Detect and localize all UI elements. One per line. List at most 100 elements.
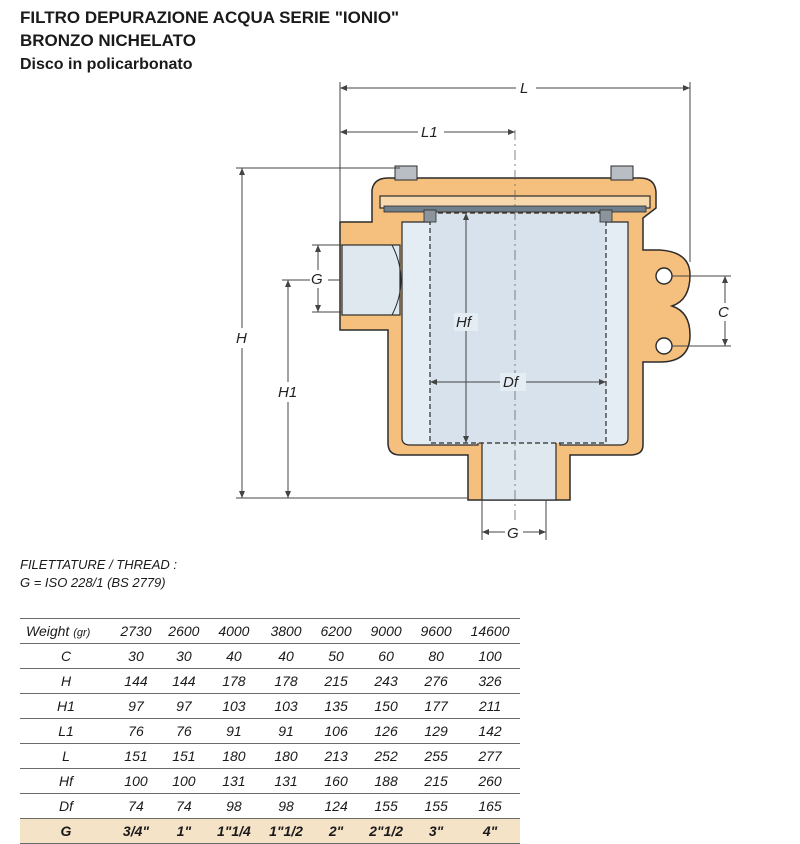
table-cell: 260 — [460, 768, 520, 794]
weight-cell: 9000 — [360, 618, 413, 644]
table-cell: 74 — [112, 793, 160, 819]
weight-cell: 6200 — [312, 618, 361, 644]
bracket-hole-top — [655, 267, 673, 285]
table-cell: 30 — [112, 643, 160, 669]
table-cell: 1" — [159, 818, 208, 844]
table-cell: 97 — [112, 693, 160, 719]
label-Hf: Hf — [456, 314, 473, 331]
table-cell: 276 — [412, 668, 461, 694]
seal-left — [423, 209, 437, 223]
weight-cell: 14600 — [460, 618, 520, 644]
thread-heading: FILETTATURE / THREAD : — [20, 557, 177, 572]
bolt-left — [394, 165, 418, 181]
table-cell: 215 — [412, 768, 461, 794]
inlet-curve — [391, 244, 402, 316]
table-cell: 76 — [112, 718, 160, 744]
table-cell: 142 — [460, 718, 520, 744]
label-G-bottom: G — [507, 525, 519, 542]
weight-label: Weight (gr) — [20, 618, 112, 644]
table-cell: 255 — [412, 743, 461, 769]
table-cell: 100 — [112, 768, 160, 794]
table-cell: 151 — [159, 743, 208, 769]
table-cell: 151 — [112, 743, 160, 769]
table-cell: 4" — [460, 818, 520, 844]
table-cell: 155 — [412, 793, 461, 819]
thread-spec: FILETTATURE / THREAD : G = ISO 228/1 (BS… — [20, 556, 177, 592]
weight-cell: 2730 — [112, 618, 160, 644]
table-cell: 188 — [360, 768, 413, 794]
weight-cell: 4000 — [207, 618, 260, 644]
table-cell: 155 — [360, 793, 413, 819]
table-cell: 178 — [259, 668, 313, 694]
table-cell: 76 — [159, 718, 208, 744]
table-cell: 60 — [360, 643, 413, 669]
weight-cell: 3800 — [259, 618, 313, 644]
bolt-right — [610, 165, 634, 181]
table-cell: 211 — [460, 693, 520, 719]
row-label: H1 — [20, 693, 112, 719]
label-L1: L1 — [421, 124, 438, 141]
table-cell: 3/4" — [112, 818, 160, 844]
row-label: H — [20, 668, 112, 694]
row-label: Hf — [20, 768, 112, 794]
table-cell: 40 — [207, 643, 260, 669]
table-cell: 177 — [412, 693, 461, 719]
table-cell: 97 — [159, 693, 208, 719]
inlet-bore — [341, 244, 401, 316]
row-label: G — [20, 818, 112, 844]
bracket-hole-bottom — [655, 337, 673, 355]
table-cell: 91 — [207, 718, 260, 744]
row-label: C — [20, 643, 112, 669]
table-cell: 2" — [312, 818, 361, 844]
table-cell: 252 — [360, 743, 413, 769]
label-G-side: G — [311, 271, 323, 288]
table-cell: 1"1/4 — [207, 818, 260, 844]
table-cell: 103 — [259, 693, 313, 719]
table-cell: 74 — [159, 793, 208, 819]
table-cell: 3" — [412, 818, 461, 844]
table-cell: 131 — [207, 768, 260, 794]
row-label: Df — [20, 793, 112, 819]
title-disc: Disco in policarbonato — [20, 56, 193, 73]
table-cell: 50 — [312, 643, 361, 669]
title-series: FILTRO DEPURAZIONE ACQUA SERIE "IONIO" — [20, 8, 400, 27]
filter-technical-drawing: L L1 H H1 G Hf Df C G — [236, 80, 731, 542]
weight-cell: 2600 — [159, 618, 208, 644]
table-cell: 277 — [460, 743, 520, 769]
table-cell: 213 — [312, 743, 361, 769]
table-cell: 98 — [207, 793, 260, 819]
label-H: H — [236, 330, 247, 347]
label-C: C — [718, 304, 729, 321]
row-label: L — [20, 743, 112, 769]
label-Df: Df — [503, 374, 520, 391]
table-cell: 91 — [259, 718, 313, 744]
thread-standard: G = ISO 228/1 (BS 2779) — [20, 575, 166, 590]
table-cell: 144 — [112, 668, 160, 694]
table-cell: 80 — [412, 643, 461, 669]
table-cell: 243 — [360, 668, 413, 694]
table-cell: 40 — [259, 643, 313, 669]
row-label: L1 — [20, 718, 112, 744]
title-material: BRONZO NICHELATO — [20, 31, 196, 50]
table-cell: 100 — [159, 768, 208, 794]
table-cell: 160 — [312, 768, 361, 794]
table-cell: 180 — [259, 743, 313, 769]
table-cell: 135 — [312, 693, 361, 719]
table-cell: 180 — [207, 743, 260, 769]
table-cell: 30 — [159, 643, 208, 669]
table-cell: 1"1/2 — [259, 818, 313, 844]
table-cell: 129 — [412, 718, 461, 744]
table-cell: 124 — [312, 793, 361, 819]
label-L: L — [520, 80, 528, 97]
table-cell: 215 — [312, 668, 361, 694]
seal-right — [599, 209, 613, 223]
table-cell: 2"1/2 — [360, 818, 413, 844]
table-cell: 178 — [207, 668, 260, 694]
table-cell: 126 — [360, 718, 413, 744]
